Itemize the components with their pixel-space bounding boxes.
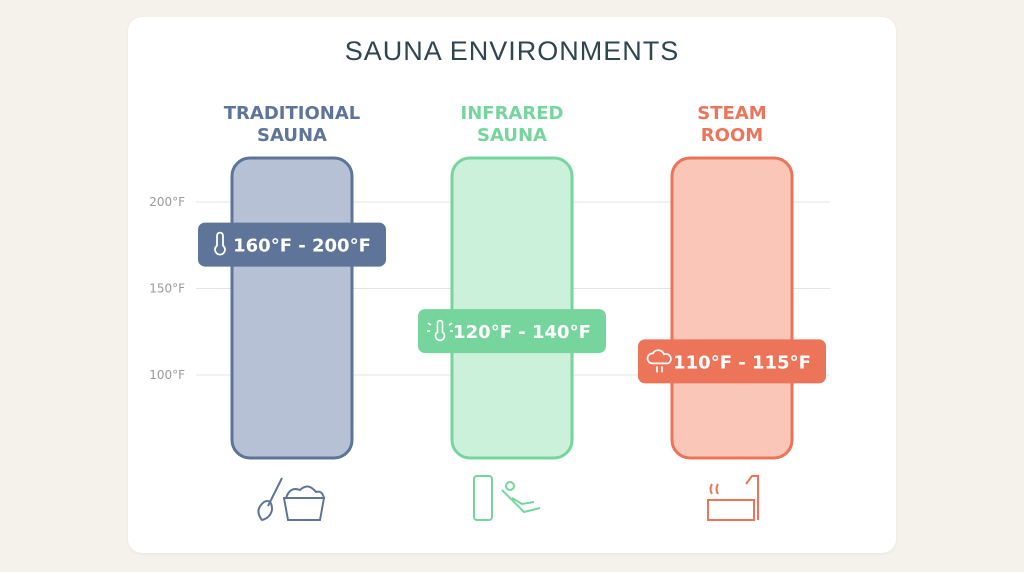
person-head-icon <box>505 481 515 491</box>
range-label: 120°F - 140°F <box>453 322 591 343</box>
range-label: 160°F - 200°F <box>233 236 371 257</box>
shower-icon <box>709 475 759 520</box>
series-name-label: STEAM <box>697 103 766 124</box>
chart-title: SAUNA ENVIRONMENTS <box>345 36 680 66</box>
infrared-panel-icon <box>473 475 493 521</box>
series-name-label: SAUNA <box>477 125 547 146</box>
range-column <box>450 156 574 460</box>
radiant-thermometer-icon <box>427 319 453 342</box>
series-name-label: INFRARED <box>461 103 564 124</box>
recliner-icon <box>501 489 541 514</box>
infrared-panel-recliner-icon <box>473 475 541 521</box>
steam-shower-bench-icon <box>707 475 759 521</box>
range-column <box>670 156 794 460</box>
series-name-label: TRADITIONAL <box>224 103 360 124</box>
y-tick-label: 150°F <box>149 282 185 296</box>
series-name-label: ROOM <box>701 125 763 146</box>
ladle-icon <box>257 477 283 522</box>
range-label: 110°F - 115°F <box>673 352 811 373</box>
thermometer-icon <box>214 231 226 256</box>
range-label-box <box>638 339 826 384</box>
series-name-label: SAUNA <box>257 125 327 146</box>
range-column <box>230 156 354 460</box>
y-tick-label: 200°F <box>149 195 185 209</box>
bucket-icon <box>282 485 326 521</box>
range-label-box <box>418 309 606 354</box>
y-tick-label: 100°F <box>149 368 185 382</box>
range-label-box <box>198 222 386 267</box>
steam-cloud-icon <box>646 349 672 373</box>
sauna-bucket-ladle-icon <box>257 477 326 522</box>
bench-icon <box>707 499 755 521</box>
